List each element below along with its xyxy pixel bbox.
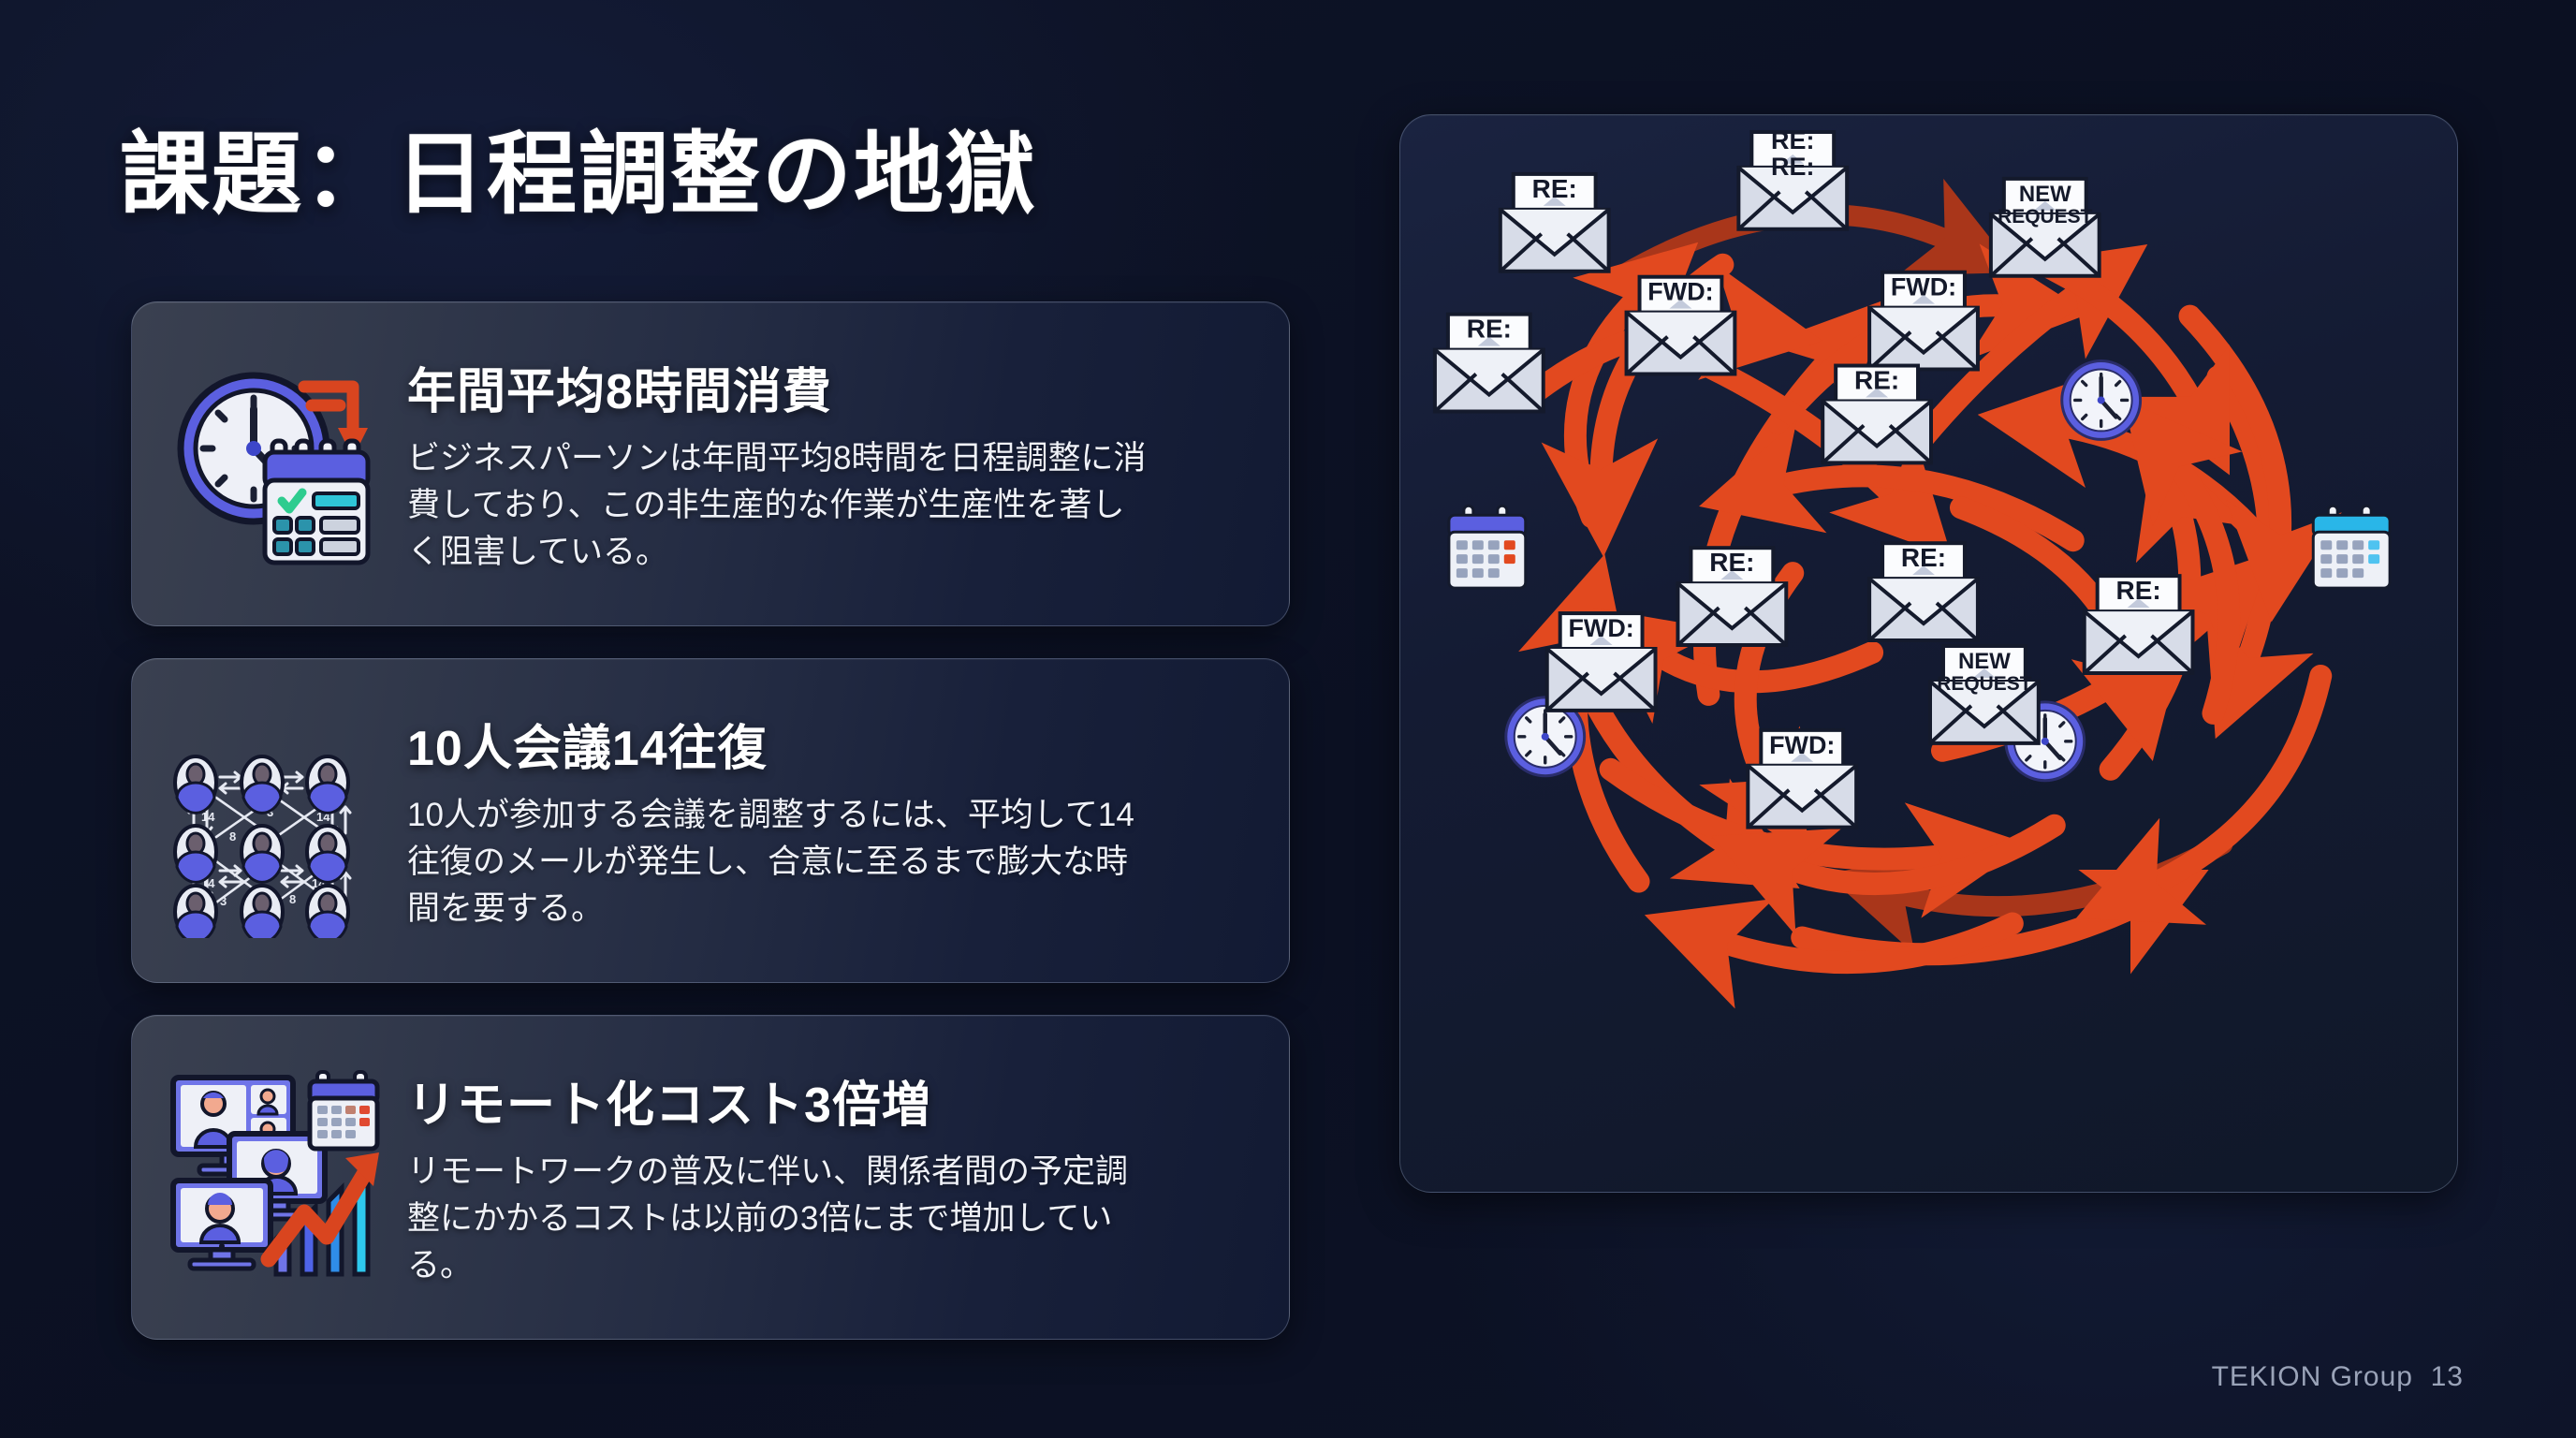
svg-text:REQUEST: REQUEST <box>1937 673 2031 695</box>
card-text: リモート化コスト3倍増 リモートワークの普及に伴い、関係者間の予定調整にかかるコ… <box>407 1065 1289 1288</box>
svg-text:RE:: RE: <box>1854 366 1899 395</box>
card-heading: 年間平均8時間消費 <box>407 365 832 420</box>
card-text: 年間平均8時間消費 ビジネスパーソンは年間平均8時間を日程調整に消費しており、こ… <box>407 352 1289 575</box>
email-chaos-panel: RE: RE: RE: NEW REQUEST FWD: FWD: RE: RE… <box>1399 114 2458 1193</box>
envelope-icon: RE: <box>1867 541 1980 643</box>
svg-text:RE:: RE: <box>1771 126 1814 154</box>
svg-text:14: 14 <box>201 810 215 824</box>
card-body: ビジネスパーソンは年間平均8時間を日程調整に消費しており、この非生産的な作業が生… <box>407 440 1147 570</box>
email-chaos-diagram: RE: RE: RE: NEW REQUEST FWD: FWD: RE: RE… <box>1432 126 2392 1009</box>
svg-text:FWD:: FWD: <box>1891 273 1956 301</box>
svg-text:RE:: RE: <box>1771 153 1814 181</box>
card-remote-cost[interactable]: リモート化コスト3倍増 リモートワークの普及に伴い、関係者間の予定調整にかかるコ… <box>131 1015 1290 1340</box>
card-heading: リモート化コスト3倍増 <box>407 1078 931 1134</box>
page-title: 課題：日程調整の地獄 <box>120 125 1037 225</box>
svg-text:3: 3 <box>220 894 227 908</box>
svg-text:RE:: RE: <box>2116 576 2161 605</box>
remote-meeting-growth-icon <box>162 1061 396 1295</box>
clock-calendar-icon <box>162 347 396 581</box>
clock-icon <box>2062 361 2141 440</box>
slide-footer: TEKION Group 13 <box>2211 1361 2464 1392</box>
envelope-icon: FWD: <box>1624 274 1737 376</box>
svg-text:RE:: RE: <box>1709 548 1754 577</box>
svg-text:FWD:: FWD: <box>1769 731 1835 759</box>
svg-text:RE:: RE: <box>1532 174 1577 203</box>
calendar-left <box>1447 504 1528 590</box>
svg-text:NEW: NEW <box>2019 182 2071 207</box>
svg-text:RE:: RE: <box>1467 315 1512 344</box>
svg-text:RE:: RE: <box>1901 543 1946 572</box>
envelope-icon: RE: <box>1432 312 1545 414</box>
calendar-right <box>2311 504 2392 590</box>
envelope-icon: NEW REQUEST <box>1928 644 2041 745</box>
envelope-icon: NEW REQUEST <box>1988 176 2101 278</box>
svg-text:8: 8 <box>229 829 236 844</box>
card-annual-hours[interactable]: 年間平均8時間消費 ビジネスパーソンは年間平均8時間を日程調整に消費しており、こ… <box>131 301 1290 626</box>
card-list: 年間平均8時間消費 ビジネスパーソンは年間平均8時間を日程調整に消費しており、こ… <box>131 301 1290 1372</box>
card-heading: 10人会議14往復 <box>407 722 768 777</box>
envelope-icon: FWD: <box>1544 611 1658 712</box>
envelope-icon: FWD: <box>1867 270 1980 372</box>
svg-text:FWD:: FWD: <box>1647 278 1713 306</box>
envelope-icon: RE: <box>1821 363 1933 465</box>
svg-text:REQUEST: REQUEST <box>1998 206 2092 227</box>
envelope-icon: FWD: <box>1746 727 1859 829</box>
card-body: 10人が参加する会議を調整するには、平均して14往復のメールが発生し、合意に至る… <box>407 797 1134 927</box>
envelope-icon: RE: <box>1498 171 1611 273</box>
envelope-icon: RE: <box>1676 546 1789 648</box>
envelope-icon: RE: <box>2082 574 2195 675</box>
svg-text:NEW: NEW <box>1958 649 2011 674</box>
svg-text:FWD:: FWD: <box>1568 614 1633 642</box>
envelope-icon: RE: RE: <box>1736 126 1850 231</box>
svg-text:8: 8 <box>289 892 296 906</box>
card-text: 10人会議14往復 10人が参加する会議を調整するには、平均して14往復のメール… <box>407 709 1289 932</box>
card-body: リモートワークの普及に伴い、関係者間の予定調整にかかるコストは以前の3倍にまで増… <box>407 1153 1129 1284</box>
